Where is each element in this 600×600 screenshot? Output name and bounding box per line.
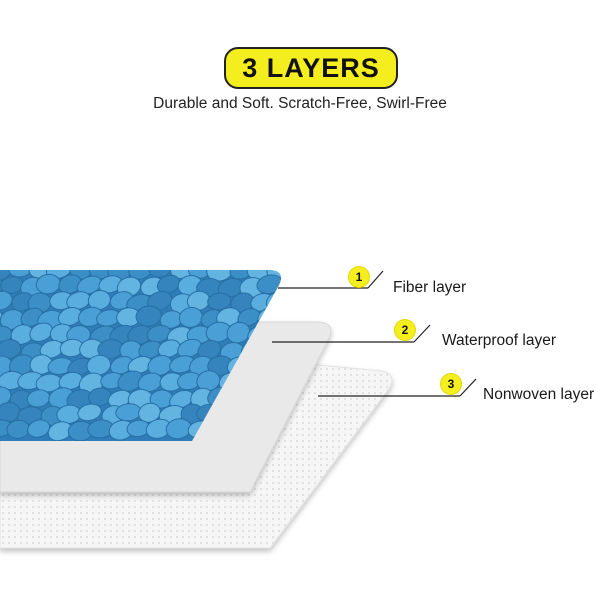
subtitle: Durable and Soft. Scratch-Free, Swirl-Fr… — [153, 95, 447, 112]
layer-number-badge: 1 — [349, 267, 369, 287]
fiber-strand — [135, 305, 162, 327]
fiber-strand — [27, 419, 51, 438]
title-badge: 3 LAYERS — [224, 47, 398, 89]
fiber-strand — [146, 324, 171, 343]
fiber-strand — [266, 270, 281, 280]
layer-label-nonwoven: Nonwoven layer — [483, 386, 595, 403]
fiber-strand — [156, 274, 180, 294]
layer-label-fiber: Fiber layer — [393, 279, 467, 296]
fiber-strand — [128, 270, 154, 280]
fiber-strand — [0, 308, 3, 327]
page-title: 3 LAYERS — [242, 52, 380, 83]
fiber-strand — [278, 277, 281, 297]
fiber-strand — [188, 270, 213, 279]
fiber-strand — [237, 308, 261, 327]
fiber-strand — [86, 354, 112, 376]
layer-label-waterproof: Waterproof layer — [442, 332, 556, 349]
fiber-strand — [256, 274, 281, 295]
fiber-strand — [178, 306, 203, 328]
fiber-strand — [87, 289, 111, 311]
fiber-strand — [147, 290, 173, 311]
fiber-strand — [45, 270, 73, 280]
fiber-strand — [8, 270, 34, 278]
leader-tick-1 — [367, 270, 384, 289]
fiber-strand — [0, 339, 22, 360]
fiber-strand — [58, 274, 82, 295]
fiber-strand — [207, 292, 232, 311]
layer-number-badge: 2 — [395, 320, 415, 340]
fiber-strand — [0, 401, 21, 423]
fiber-strand — [0, 270, 12, 282]
fiber-strand — [196, 370, 221, 392]
layer-number-badge: 3 — [441, 374, 461, 394]
fiber-strand — [29, 322, 53, 342]
fiber-strand — [148, 270, 172, 278]
fiber-strand — [206, 270, 233, 282]
fiber-strand — [77, 403, 102, 422]
fiber-strand — [0, 290, 13, 311]
leader-tick-3 — [459, 378, 477, 397]
fiber-strand — [177, 338, 202, 359]
fiber-strand — [226, 321, 251, 344]
leader-tick-2 — [413, 324, 431, 343]
